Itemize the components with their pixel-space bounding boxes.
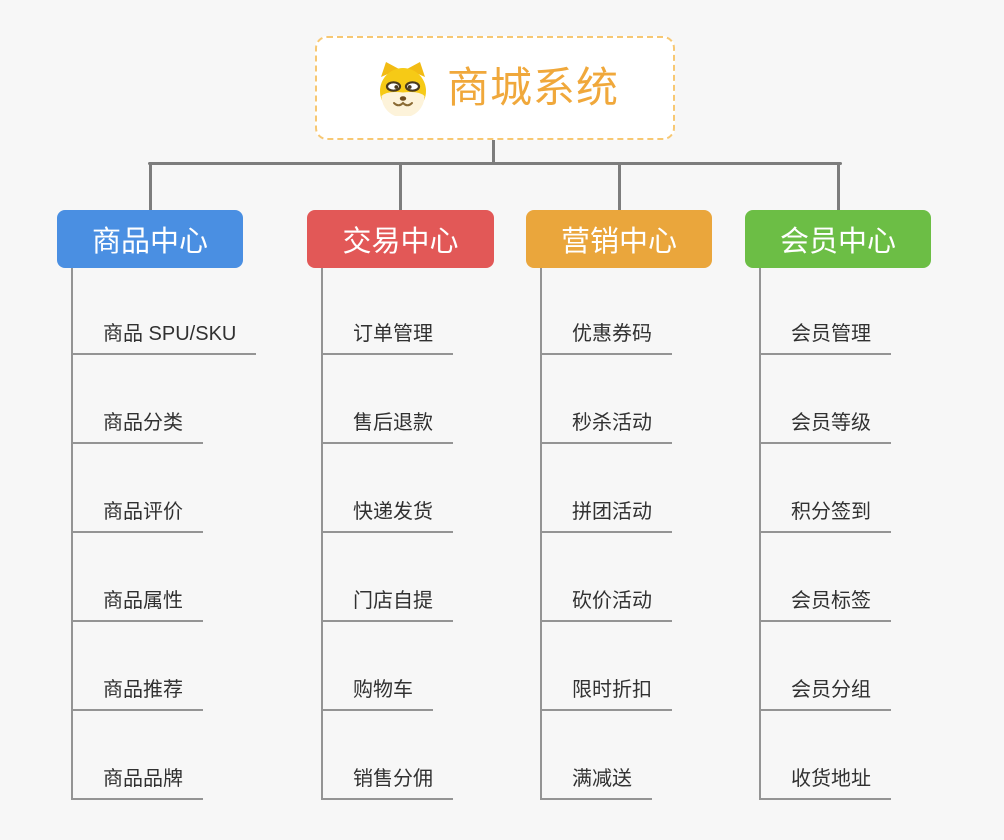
leaf-node[interactable]: 购物车 <box>321 665 433 711</box>
branch-trunk-line <box>71 268 73 800</box>
root-node[interactable]: 商城系统 <box>315 36 675 140</box>
leaf-node[interactable]: 积分签到 <box>759 487 891 533</box>
leaf-node[interactable]: 收货地址 <box>759 754 891 800</box>
leaf-node[interactable]: 会员管理 <box>759 309 891 355</box>
leaf-node[interactable]: 优惠券码 <box>540 309 672 355</box>
branch-column-3: 营销中心优惠券码秒杀活动拼团活动砍价活动限时折扣满减送 <box>526 210 712 810</box>
connector-horizontal <box>148 162 842 165</box>
leaf-node[interactable]: 满减送 <box>540 754 652 800</box>
leaf-node[interactable]: 商品评价 <box>71 487 203 533</box>
leaf-node[interactable]: 订单管理 <box>321 309 453 355</box>
connector-drop-4 <box>837 162 840 210</box>
branch-trunk-line <box>540 268 542 800</box>
connector-drop-1 <box>149 162 152 210</box>
shiba-dog-icon <box>371 60 435 116</box>
branch-trunk-line <box>759 268 761 800</box>
branch-column-1: 商品中心商品 SPU/SKU 商品分类商品评价商品属性商品推荐商品品牌 <box>57 210 257 810</box>
branch-column-2: 交易中心订单管理售后退款快递发货门店自提购物车销售分佣 <box>307 210 494 810</box>
leaf-node[interactable]: 商品 SPU/SKU <box>71 309 257 355</box>
leaf-node[interactable]: 砍价活动 <box>540 576 672 622</box>
connector-drop-2 <box>399 162 402 210</box>
leaf-node[interactable]: 商品分类 <box>71 398 203 444</box>
leaf-node[interactable]: 商品品牌 <box>71 754 203 800</box>
connector-root-vertical <box>492 140 495 164</box>
leaf-node[interactable]: 限时折扣 <box>540 665 672 711</box>
leaf-node[interactable]: 会员等级 <box>759 398 891 444</box>
root-title: 商城系统 <box>446 64 619 111</box>
branch-node-4[interactable]: 会员中心 <box>745 210 931 268</box>
leaf-node[interactable]: 商品推荐 <box>71 665 203 711</box>
connector-drop-3 <box>618 162 621 210</box>
leaf-node[interactable]: 会员标签 <box>759 576 891 622</box>
branch-node-3[interactable]: 营销中心 <box>526 210 712 268</box>
leaf-node[interactable]: 拼团活动 <box>540 487 672 533</box>
leaf-node[interactable]: 商品属性 <box>71 576 203 622</box>
leaf-node[interactable]: 售后退款 <box>321 398 453 444</box>
leaf-node[interactable]: 快递发货 <box>321 487 453 533</box>
branch-trunk-line <box>321 268 323 800</box>
branch-node-2[interactable]: 交易中心 <box>307 210 494 268</box>
branch-node-1[interactable]: 商品中心 <box>57 210 243 268</box>
leaf-node[interactable]: 销售分佣 <box>321 754 453 800</box>
leaf-node[interactable]: 会员分组 <box>759 665 891 711</box>
leaf-node[interactable]: 门店自提 <box>321 576 453 622</box>
branch-column-4: 会员中心会员管理会员等级积分签到会员标签会员分组收货地址 <box>745 210 931 810</box>
leaf-node[interactable]: 秒杀活动 <box>540 398 672 444</box>
